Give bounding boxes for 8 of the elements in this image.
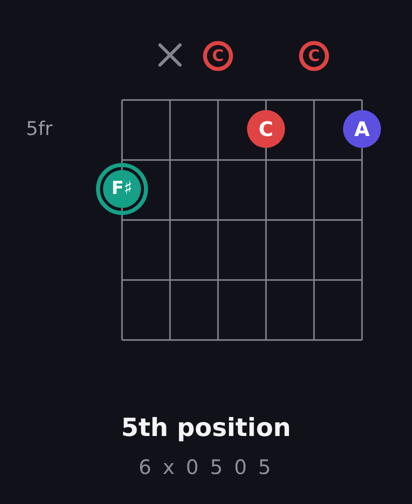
fingering-caption: 6 x 0 5 0 5	[138, 455, 274, 479]
open-string-marker: C	[203, 41, 233, 71]
fret-number-label: 5fr	[26, 118, 53, 141]
chord-title: 5th position	[121, 413, 291, 442]
root-finger-dot: F♯	[96, 163, 148, 215]
open-string-marker: C	[299, 41, 329, 71]
finger-dot: C	[247, 110, 285, 148]
finger-dot: A	[343, 110, 381, 148]
